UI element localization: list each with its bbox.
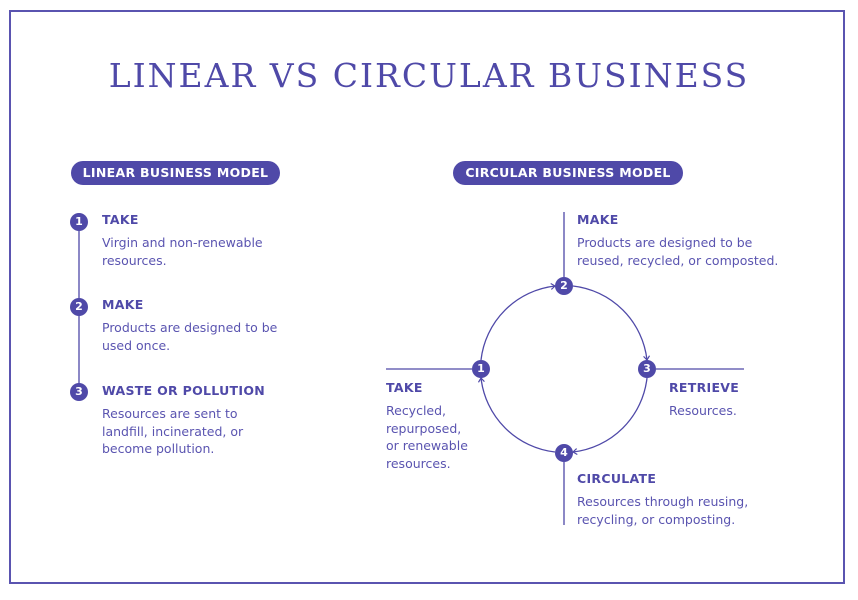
circular-step-4-title: CIRCULATE xyxy=(577,471,657,486)
linear-step-3-title: WASTE OR POLLUTION xyxy=(102,383,266,398)
linear-step-1-desc: Virgin and non-renewable resources. xyxy=(102,235,263,268)
circular-step-1-title: TAKE xyxy=(386,380,423,395)
circular-step-3-desc: Resources. xyxy=(669,403,737,418)
cycle-arc-3-4 xyxy=(572,377,648,456)
linear-step-1-title: TAKE xyxy=(102,212,139,227)
page-border xyxy=(9,10,845,584)
circular-step-4-number: 4 xyxy=(555,444,573,462)
cycle-arc-2-3 xyxy=(572,285,651,361)
circular-step-2-desc: Products are designed to be reused, recy… xyxy=(577,235,779,268)
cycle-arc-4-1 xyxy=(477,377,556,453)
circular-step-2-number: 2 xyxy=(555,277,573,295)
circular-step-1-number: 1 xyxy=(472,360,490,378)
circular-step-3-title: RETRIEVE xyxy=(669,380,740,395)
linear-model-label: LINEAR BUSINESS MODEL xyxy=(71,161,280,185)
page-title: LINEAR VS CIRCULAR BUSINESS xyxy=(108,56,750,95)
circular-step-3-number: 3 xyxy=(638,360,656,378)
linear-step-2-title: MAKE xyxy=(102,297,144,312)
linear-step-3-desc: Resources are sent to landfill, incinera… xyxy=(102,406,244,456)
circular-step-1-desc: Recycled, repurposed, or renewable resou… xyxy=(386,403,468,471)
cycle-arc-1-2 xyxy=(480,282,556,361)
circular-model-label: CIRCULAR BUSINESS MODEL xyxy=(453,161,683,185)
linear-step-2-desc: Products are designed to be used once. xyxy=(102,320,278,353)
linear-step-2-number: 2 xyxy=(70,298,88,316)
linear-step-1-number: 1 xyxy=(70,213,88,231)
circular-step-2-title: MAKE xyxy=(577,212,619,227)
linear-step-3-number: 3 xyxy=(70,383,88,401)
circular-step-4-desc: Resources through reusing, recycling, or… xyxy=(577,494,749,527)
